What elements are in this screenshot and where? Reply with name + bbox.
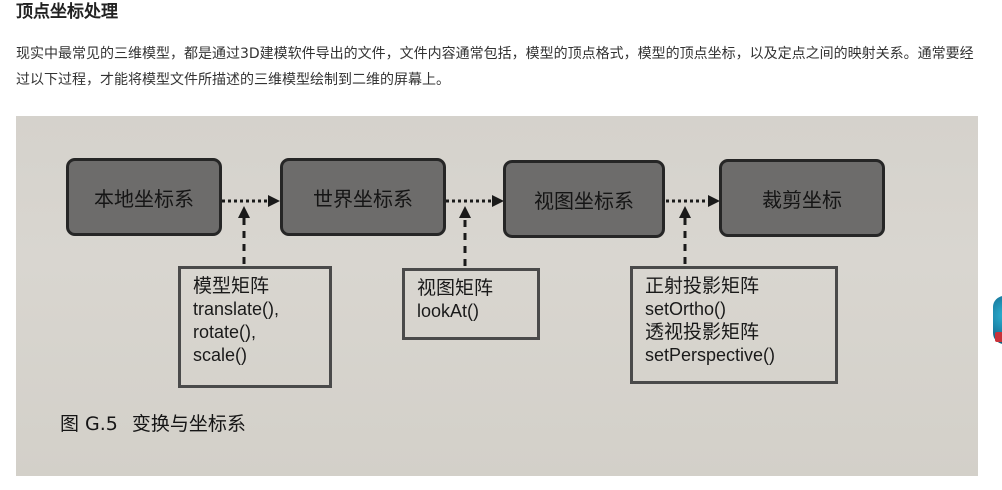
figure-number: 图 G.5 <box>60 413 118 435</box>
floating-assistant-tail <box>995 332 1002 342</box>
floating-assistant-icon[interactable] <box>993 296 1002 344</box>
figure-caption: 图 G.5 变换与坐标系 <box>60 409 246 436</box>
stage-clip: 裁剪坐标 <box>719 159 885 237</box>
uphead-view <box>459 206 471 218</box>
stage-view: 视图坐标系 <box>503 160 665 238</box>
model-matrix-box: 模型矩阵 translate(), rotate(), scale() <box>178 266 332 388</box>
model-fn-rotate: rotate(), <box>193 322 257 342</box>
view-matrix-box: 视图矩阵 lookAt() <box>402 268 540 340</box>
persp-matrix-title: 透视投影矩阵 <box>645 321 760 343</box>
view-matrix-title: 视图矩阵 <box>417 277 494 299</box>
model-fn-scale: scale() <box>193 345 248 365</box>
stage-view-label: 视图坐标系 <box>534 188 634 213</box>
model-fn-translate: translate(), <box>193 299 280 319</box>
view-fn-lookat: lookAt() <box>417 301 480 321</box>
stage-clip-label: 裁剪坐标 <box>762 187 842 212</box>
arrowhead-1 <box>268 195 280 207</box>
ortho-matrix-title: 正射投影矩阵 <box>645 275 760 297</box>
persp-fn: setPerspective() <box>645 345 776 365</box>
ortho-fn: setOrtho() <box>645 299 727 319</box>
article-paragraph: 现实中最常见的三维模型，都是通过3D建模软件导出的文件，文件内容通常包括，模型的… <box>16 46 974 88</box>
figure-title: 变换与坐标系 <box>131 413 246 435</box>
model-matrix-title: 模型矩阵 <box>193 275 270 297</box>
arrowhead-2 <box>492 195 504 207</box>
arrowhead-3 <box>708 195 720 207</box>
stage-local-label: 本地坐标系 <box>94 186 194 211</box>
figure-photo: 本地坐标系 世界坐标系 视图坐标系 裁剪坐标 模型矩阵 translate(),… <box>16 116 978 476</box>
stage-world: 世界坐标系 <box>280 158 446 236</box>
stage-world-label: 世界坐标系 <box>313 186 413 211</box>
uphead-model <box>238 206 250 218</box>
figure-connectors <box>222 195 720 266</box>
uphead-proj <box>679 206 691 218</box>
section-heading: 顶点坐标处理 <box>16 2 118 22</box>
stage-local: 本地坐标系 <box>66 158 222 236</box>
projection-matrix-box: 正射投影矩阵 setOrtho() 透视投影矩阵 setPerspective(… <box>630 266 838 384</box>
